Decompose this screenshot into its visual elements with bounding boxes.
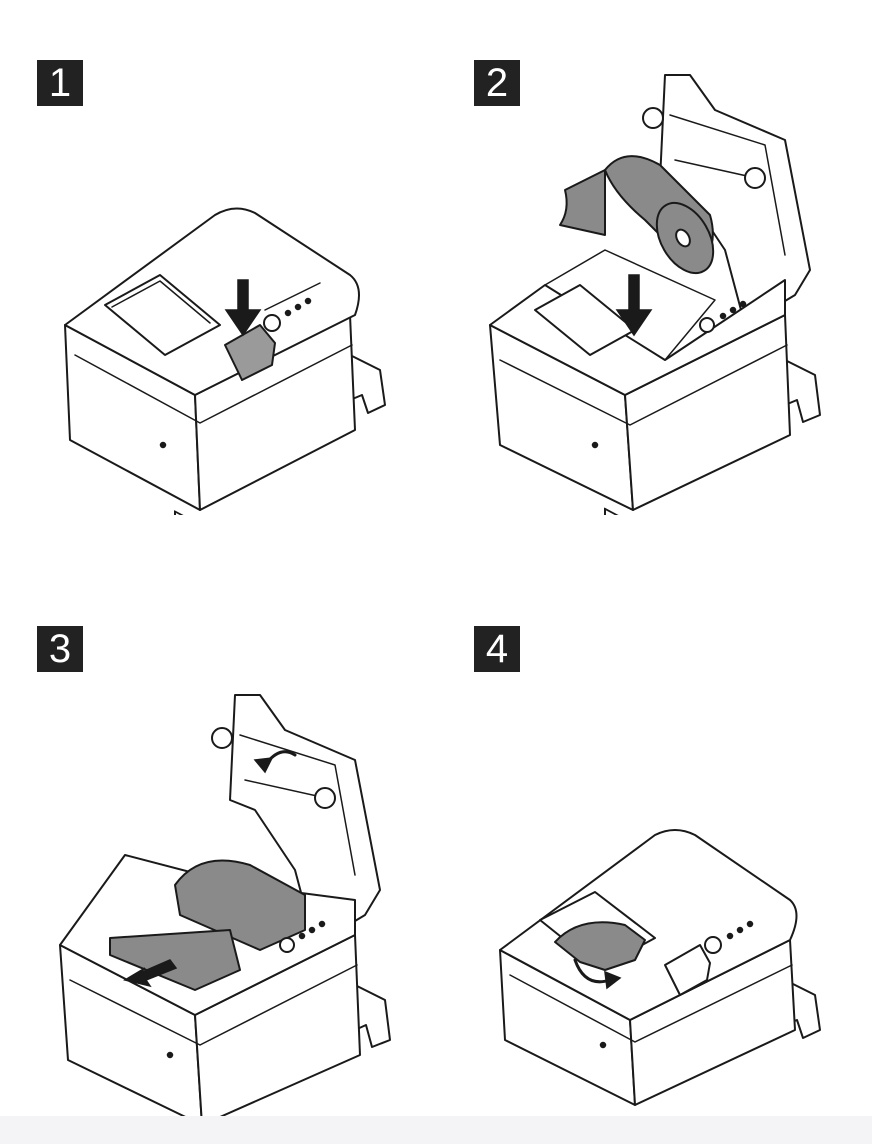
step-3-badge: 3 [37, 626, 83, 672]
printer-open-pull-paper-drawing [59, 694, 391, 1130]
bottom-strip [0, 1116, 872, 1144]
printer-closed-tear-paper-drawing [499, 829, 821, 1106]
step-4-illustration [485, 820, 830, 1110]
step-2-illustration [485, 70, 825, 515]
step-4-badge: 4 [474, 626, 520, 672]
step-1-illustration [50, 195, 390, 515]
step-2-badge: 2 [474, 60, 520, 106]
printer-open-insert-roll-drawing [489, 74, 821, 515]
step-1-badge: 1 [37, 60, 83, 106]
printer-closed-press-button-drawing [64, 207, 386, 515]
step-3-illustration [50, 690, 400, 1130]
